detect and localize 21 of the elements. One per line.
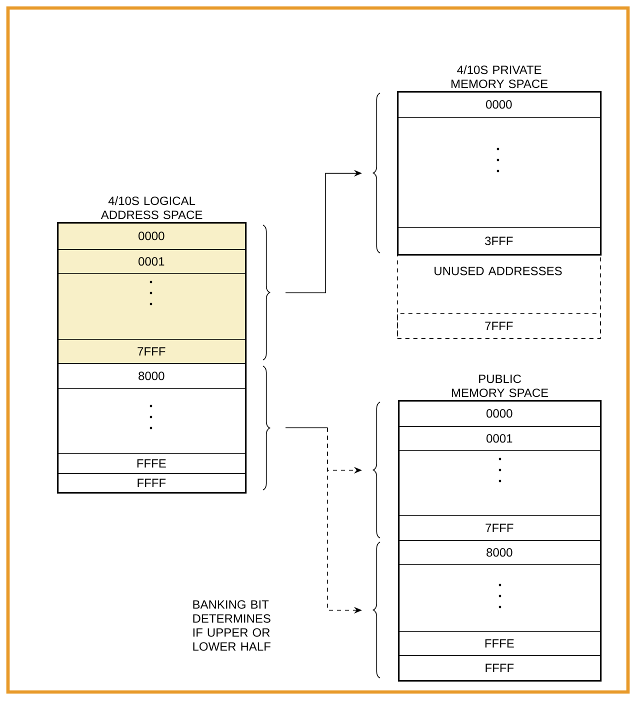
address-row: 8000 [398, 540, 601, 565]
connector-line [285, 427, 328, 428]
address-row: FFFF [398, 655, 601, 681]
address-row: 0001 [398, 426, 601, 451]
address-row: 7FFF [397, 313, 601, 339]
address-row: FFFF [57, 473, 246, 493]
node-label: 0000 [486, 409, 512, 418]
address-row: FFFE [398, 631, 601, 656]
node-label: 4/10S PRIVATE MEMORY SPACE [451, 65, 548, 88]
address-row: 7FFF [57, 339, 246, 364]
node-label: 4/10S LOGICAL ADDRESS SPACE [100, 196, 202, 220]
node-label: PUBLIC MEMORY SPACE [452, 374, 548, 398]
address-row: 0000 [397, 91, 601, 118]
address-row: 3FFF [397, 227, 601, 255]
address-row: 8000 [57, 363, 246, 389]
node-label: 0000 [138, 232, 164, 240]
address-row: FFFE [57, 453, 246, 474]
address-row: 0001 [57, 249, 246, 274]
address-range-band [57, 222, 246, 364]
note-text: BANKING BIT DETERMINES IF UPPER OR LOWER HALF [193, 600, 270, 651]
address-row: 7FFF [398, 515, 601, 541]
